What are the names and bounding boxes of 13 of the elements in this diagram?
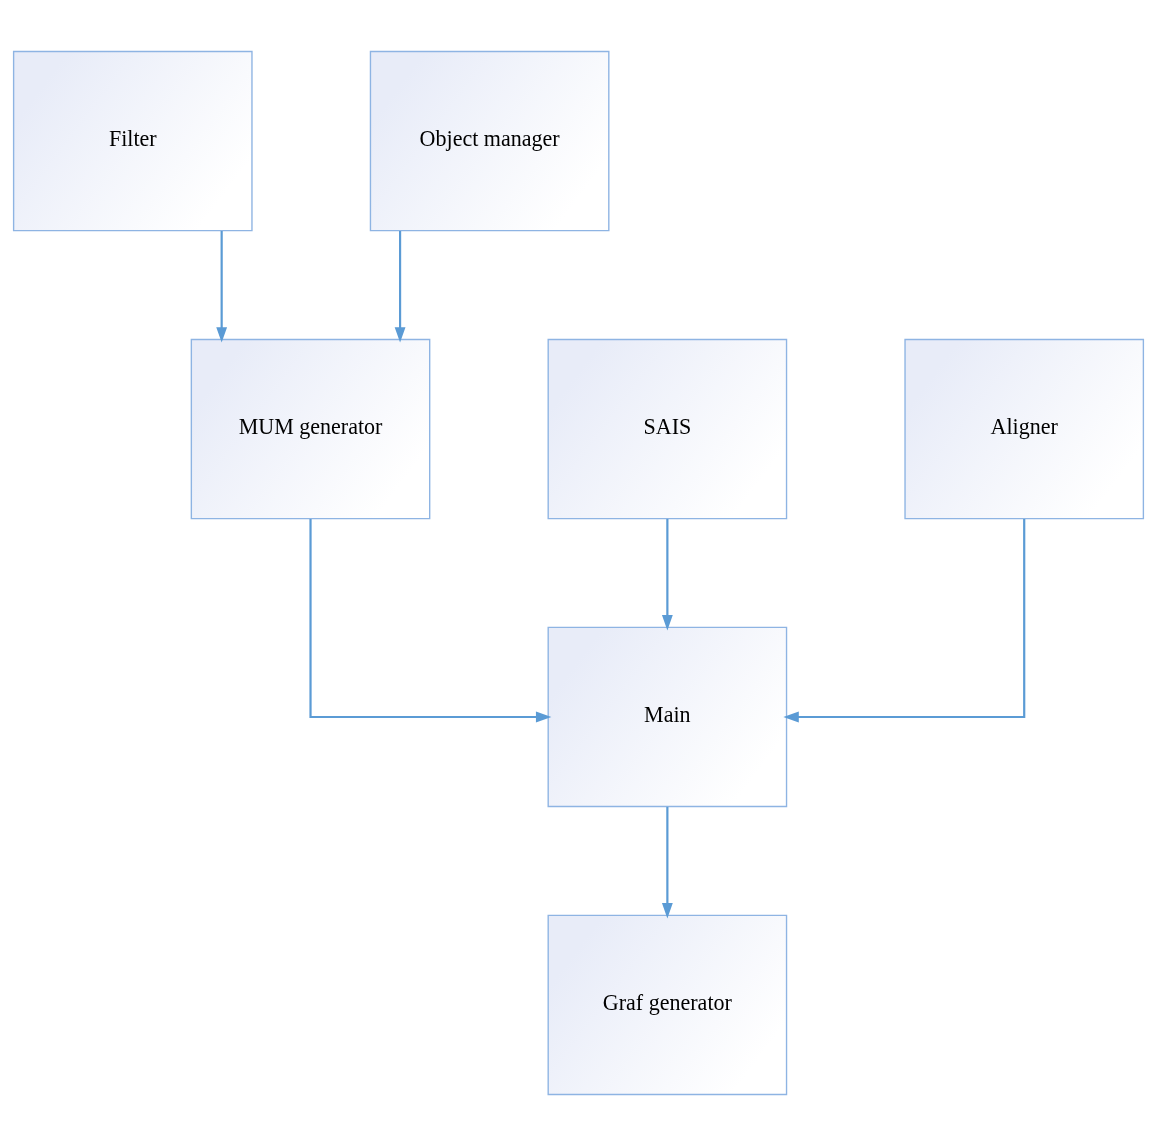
- arrow: [309, 518, 552, 723]
- arrow: [216, 231, 228, 343]
- node-box: SAIS: [547, 338, 788, 520]
- arrow: [661, 518, 673, 631]
- node-box: Aligner: [904, 338, 1145, 520]
- arrow: [661, 806, 673, 919]
- node-box: Object manager: [369, 50, 610, 232]
- node-box: Graf generator: [547, 914, 788, 1096]
- node-box: Main: [547, 626, 788, 808]
- node-box: Filter: [12, 50, 253, 232]
- node-box: MUM generator: [190, 338, 431, 520]
- arrow: [394, 231, 406, 343]
- arrow: [783, 518, 1026, 723]
